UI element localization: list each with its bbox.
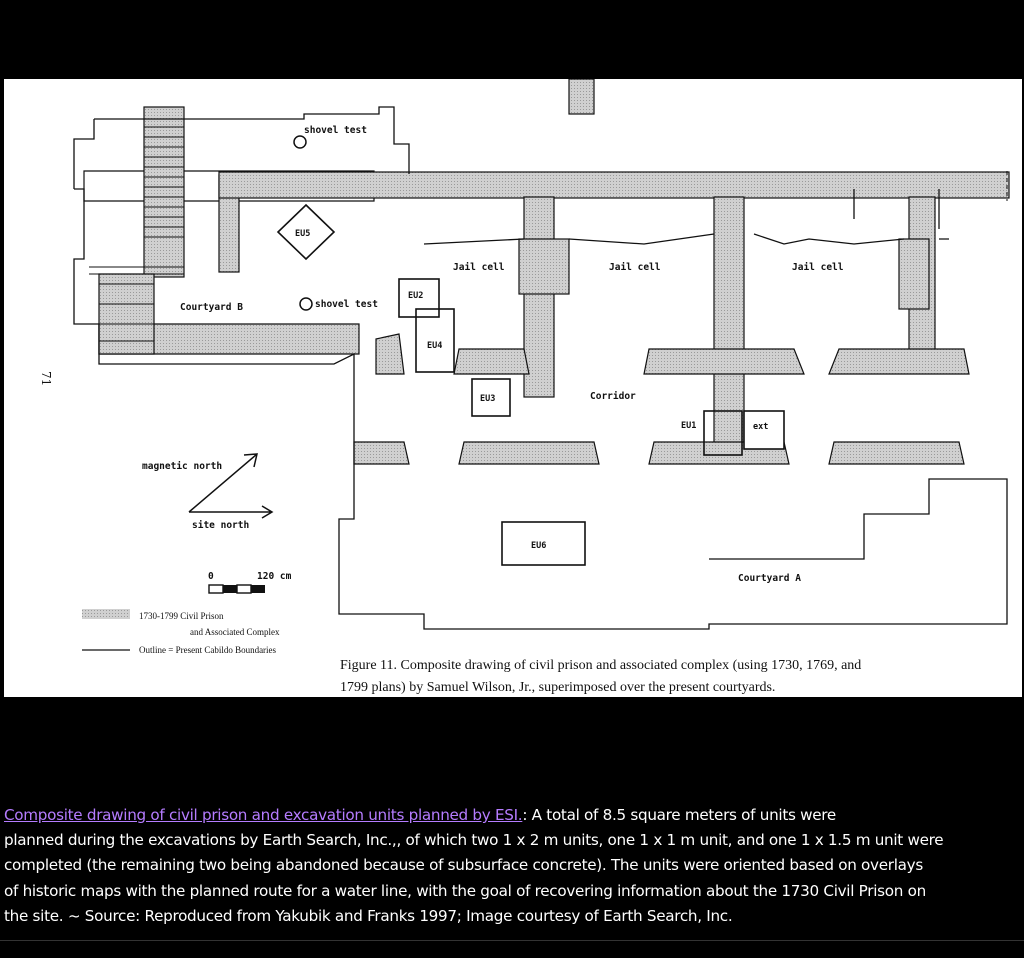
jog-block-2 <box>898 238 930 310</box>
magnetic-north-label: magnetic north <box>142 461 222 472</box>
corridor-wall-base-2 <box>458 441 600 465</box>
scale-bar <box>208 584 265 594</box>
shovel-test-top-label: shovel test <box>304 125 367 136</box>
eu2-label: EU2 <box>408 291 423 301</box>
scale-zero-label: 0 <box>208 571 214 582</box>
eu3-unit <box>471 378 511 417</box>
archaeological-site-plan-figure: shovel test shovel test Courtyard B Cour… <box>4 79 1022 697</box>
caption-line-5: the site. ~ Source: Reproduced from Yaku… <box>4 906 733 925</box>
jail-cell-label-1: Jail cell <box>453 262 505 273</box>
shovel-test-marker-top <box>293 135 307 149</box>
scale-end-label: 120 cm <box>257 571 292 582</box>
jail-cell-label-3: Jail cell <box>792 262 844 273</box>
prison-stair-top <box>568 79 595 115</box>
eu2-unit <box>398 278 440 318</box>
site-north-label: site north <box>192 520 249 531</box>
eu4-unit <box>415 308 455 373</box>
prison-west-corridor <box>143 106 185 278</box>
page-number: 71 <box>39 371 53 386</box>
eu6-label: EU6 <box>531 541 546 551</box>
figure-caption-line2: 1799 plans) by Samuel Wilson, Jr., super… <box>340 680 775 695</box>
caption-line-1: : A total of 8.5 square meters of units … <box>522 806 836 824</box>
courtyard-a-label: Courtyard A <box>738 573 801 584</box>
eu4-label: EU4 <box>427 341 442 351</box>
north-arrows <box>188 453 274 519</box>
eu1-unit <box>703 410 743 456</box>
prison-mid-column-1 <box>523 196 555 398</box>
figure-caption-line1: Figure 11. Composite drawing of civil pr… <box>340 658 861 673</box>
image-caption: Composite drawing of civil prison and ex… <box>4 803 1022 929</box>
eu3-label: EU3 <box>480 394 495 404</box>
site-plan-drawing: shovel test shovel test Courtyard B Cour… <box>39 79 1010 695</box>
jog-block-1 <box>518 238 570 295</box>
legend-item2: Outline = Present Cabildo Boundaries <box>139 645 277 655</box>
shovel-test-marker-mid <box>299 297 313 311</box>
jail-cell-label-2: Jail cell <box>609 262 661 273</box>
bottom-divider <box>0 940 1024 941</box>
legend-item1-line1: 1730-1799 Civil Prison <box>139 611 224 621</box>
present-cabildo-outline <box>73 106 1008 630</box>
corridor-wall-base-1 <box>353 441 410 465</box>
caption-line-4: of historic maps with the planned route … <box>4 881 926 900</box>
eu1-label: EU1 <box>681 421 696 431</box>
eu5-label: EU5 <box>295 229 310 239</box>
eu6-unit <box>501 521 586 566</box>
courtyard-b-notch <box>375 333 405 375</box>
cell-wall-base-1 <box>453 348 530 375</box>
cell-wall-base-2 <box>643 348 805 375</box>
ext-unit <box>743 410 785 450</box>
corridor-wall-base-4 <box>828 441 965 465</box>
stair-lines <box>89 126 184 342</box>
legend-prison-swatch <box>82 609 130 619</box>
caption-line-2: planned during the excavations by Earth … <box>4 831 944 850</box>
caption-line-3: completed (the remaining two being aband… <box>4 856 923 875</box>
prison-north-band <box>218 171 1010 199</box>
cell-wall-base-3 <box>828 348 970 375</box>
eu5-unit <box>276 203 336 261</box>
shovel-test-mid-label: shovel test <box>315 299 378 310</box>
legend-item1-line2: and Associated Complex <box>190 627 280 637</box>
corridor-label: Corridor <box>590 391 636 402</box>
west-stair-block <box>98 273 155 355</box>
ext-label: ext <box>753 422 768 432</box>
prison-mid-column-2 <box>713 196 745 448</box>
courtyard-b-label: Courtyard B <box>180 302 243 313</box>
caption-title-link[interactable]: Composite drawing of civil prison and ex… <box>4 806 523 824</box>
